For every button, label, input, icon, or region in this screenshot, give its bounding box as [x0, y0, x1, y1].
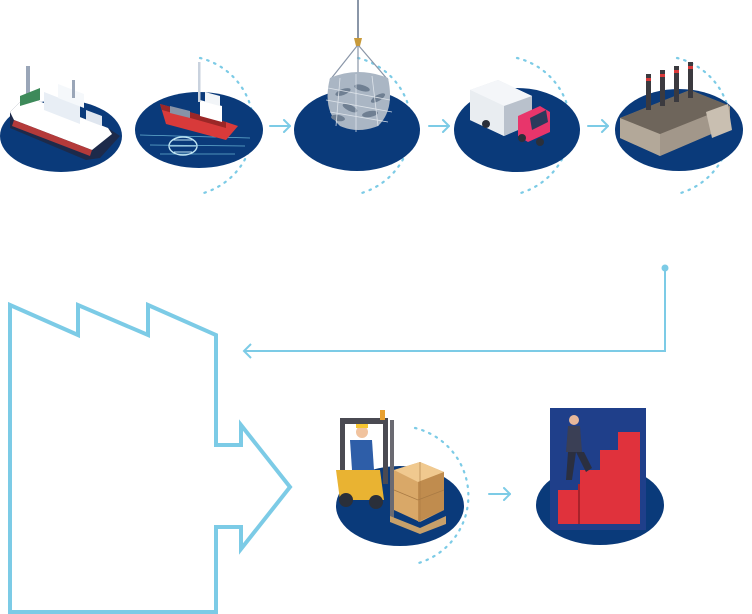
- fish-factory-icon: [620, 62, 732, 156]
- return-connector: [242, 268, 666, 359]
- dotted-arc-4: [675, 56, 732, 196]
- factory-outline: [8, 301, 293, 614]
- delivery-truck-icon: [470, 80, 550, 146]
- arrow-4: [488, 487, 511, 501]
- fish-net-icon: [325, 0, 393, 132]
- fishing-trawler-icon: [139, 62, 251, 156]
- dotted-arc-5: [413, 426, 470, 566]
- dotted-arc-1: [198, 56, 255, 196]
- cargo-ship-icon: [10, 66, 120, 160]
- connector-dot: [661, 264, 669, 272]
- dotted-arc-2: [356, 56, 413, 196]
- growth-chart-icon: [550, 408, 646, 530]
- ellipse-net: [294, 89, 420, 171]
- arrow-2: [428, 119, 450, 133]
- dotted-arc-3: [515, 56, 572, 196]
- arrow-3: [587, 119, 609, 133]
- arrow-1: [269, 119, 291, 133]
- forklift-icon: [336, 410, 446, 534]
